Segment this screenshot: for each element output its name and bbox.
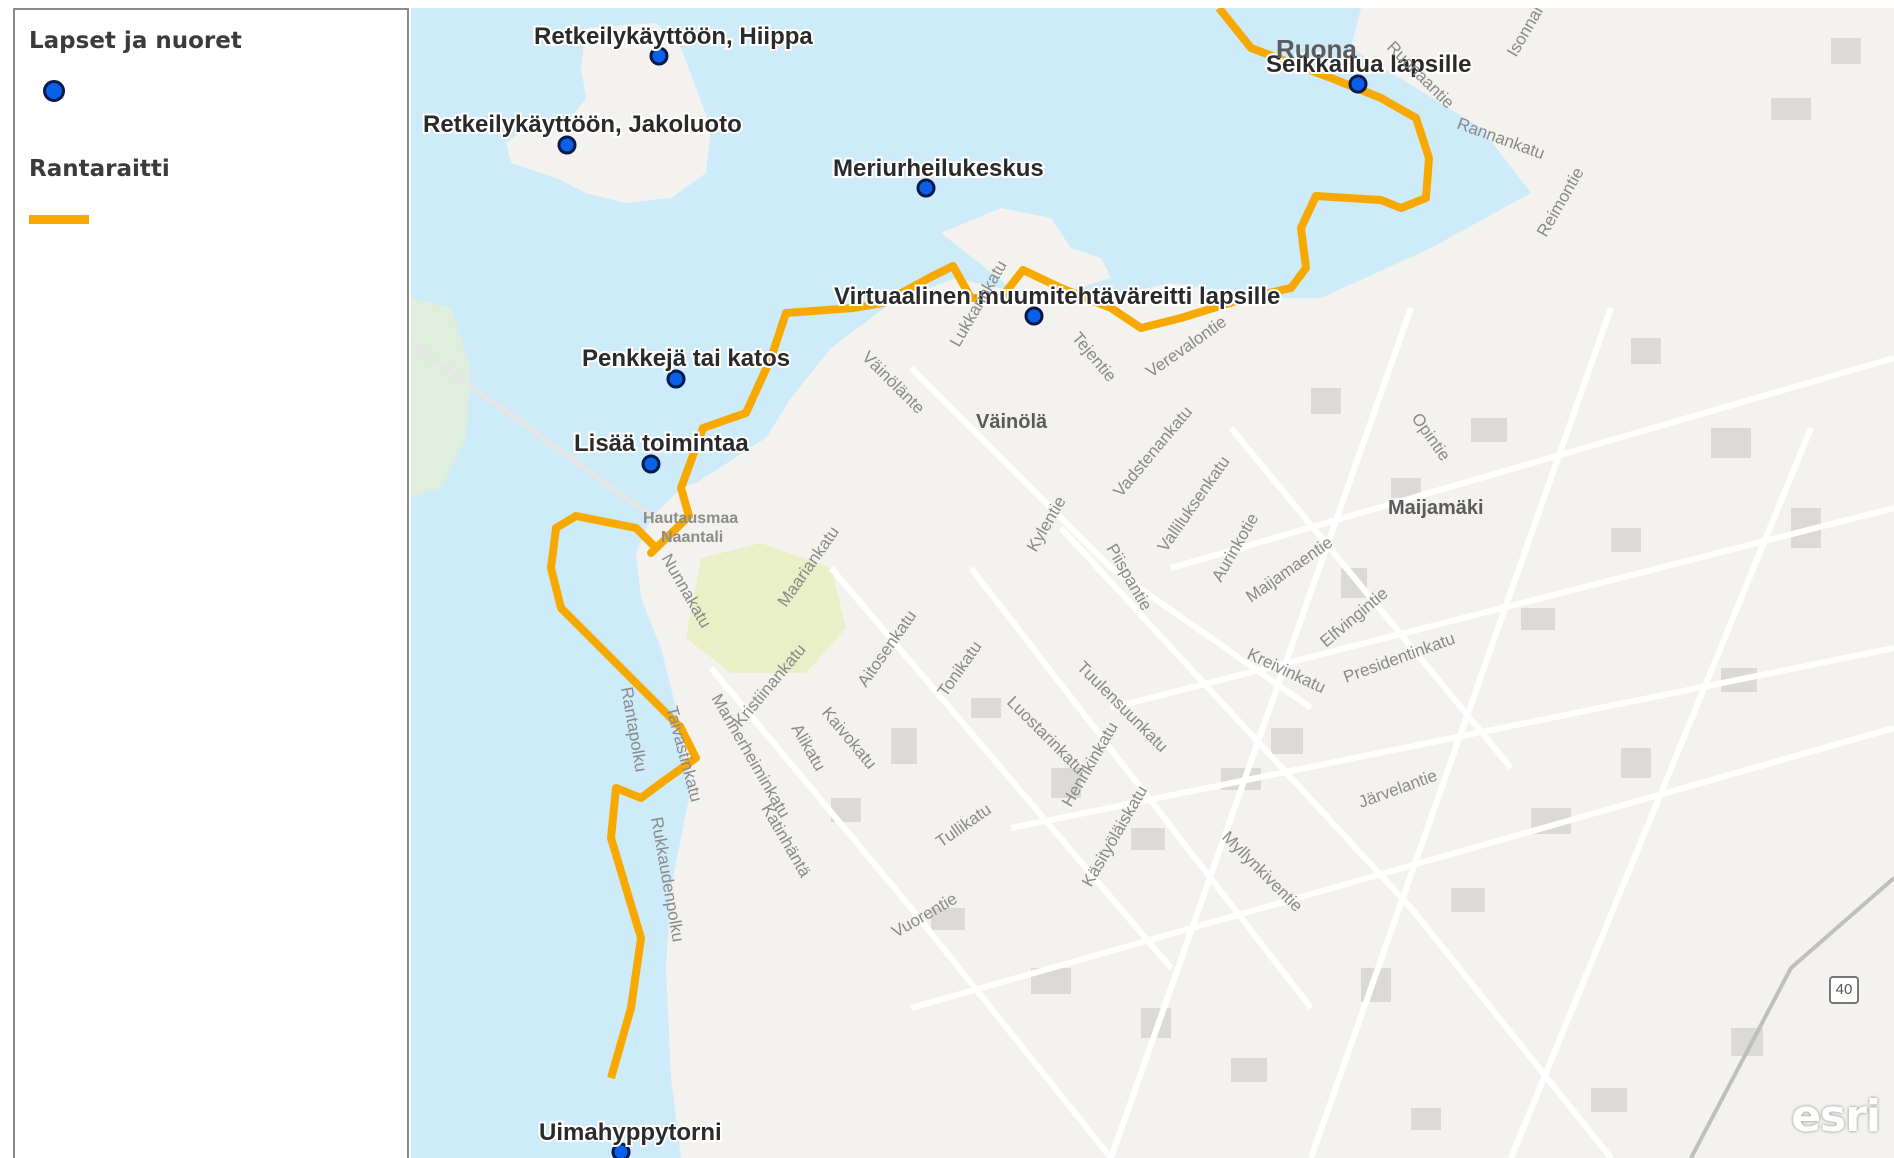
place-maijamaki: Maijamäki [1388,497,1484,519]
poi-jakoluoto [557,135,577,155]
poi-meriurheilukeskus [916,178,936,198]
place-vainola: Väinölä [976,411,1048,433]
place-labels: Ruona Väinölä Maijamäki Hautausmaa Naant… [643,34,1484,546]
label-uimahyppy: Uimahyppytorni [539,1119,722,1146]
place-cemetery-2: Naantali [661,529,723,546]
label-jakoluoto: Retkeilykäyttöön, Jakoluoto [423,111,742,138]
label-lisaa: Lisää toimintaa [574,430,749,457]
place-ruona: Ruona [1276,34,1357,64]
basemap[interactable]: Retkeilykäyttöön, Hiippa Retkeilykäyttöö… [411,8,1894,1158]
street-label: Rantapolku [617,685,651,773]
west-shore [411,298,471,498]
legend-panel: Lapset ja nuoret Rantaraitti [13,8,409,1158]
esri-logo: esri [1791,1091,1881,1142]
poi-hiippa [649,46,669,66]
route-shield: 40 [1829,976,1859,1004]
poi-uimahyppy [611,1142,631,1158]
roads [708,307,1894,1158]
causeway [411,340,653,519]
poi-labels: Retkeilykäyttöön, Hiippa Retkeilykäyttöö… [421,21,1473,1148]
poi-lisaa [641,454,661,474]
label-hiippa: Retkeilykäyttöön, Hiippa [534,23,813,50]
label-meriurheilukeskus: Meriurheilukeskus [833,155,1044,182]
hiippa-island [506,23,711,203]
place-cemetery-1: Hautausmaa [643,510,738,527]
poi-seikkailua [1348,74,1368,94]
poi-muumi [1024,306,1044,326]
poi-markers [557,46,1368,1158]
label-penkkeja: Penkkejä tai katos [582,345,790,372]
cemetery-park [686,543,846,673]
poi-penkkeja [666,369,686,389]
legend-poi-symbol [43,80,65,102]
map-view[interactable]: Retkeilykäyttöön, Hiippa Retkeilykäyttöö… [411,8,1894,1158]
mainland [636,8,1894,1158]
peninsula [941,208,1111,293]
legend-trail-symbol [29,215,89,224]
legend-title-shore-trail: Rantaraitti [29,156,170,182]
legend-title-children: Lapset ja nuoret [29,28,242,54]
shore-trail [547,8,1433,1080]
label-seikkailua: Seikkailua lapsille [1266,51,1471,78]
highway [1689,876,1894,1158]
label-muumi: Virtuaalinen muumitehtäväreitti lapsille [834,283,1280,310]
